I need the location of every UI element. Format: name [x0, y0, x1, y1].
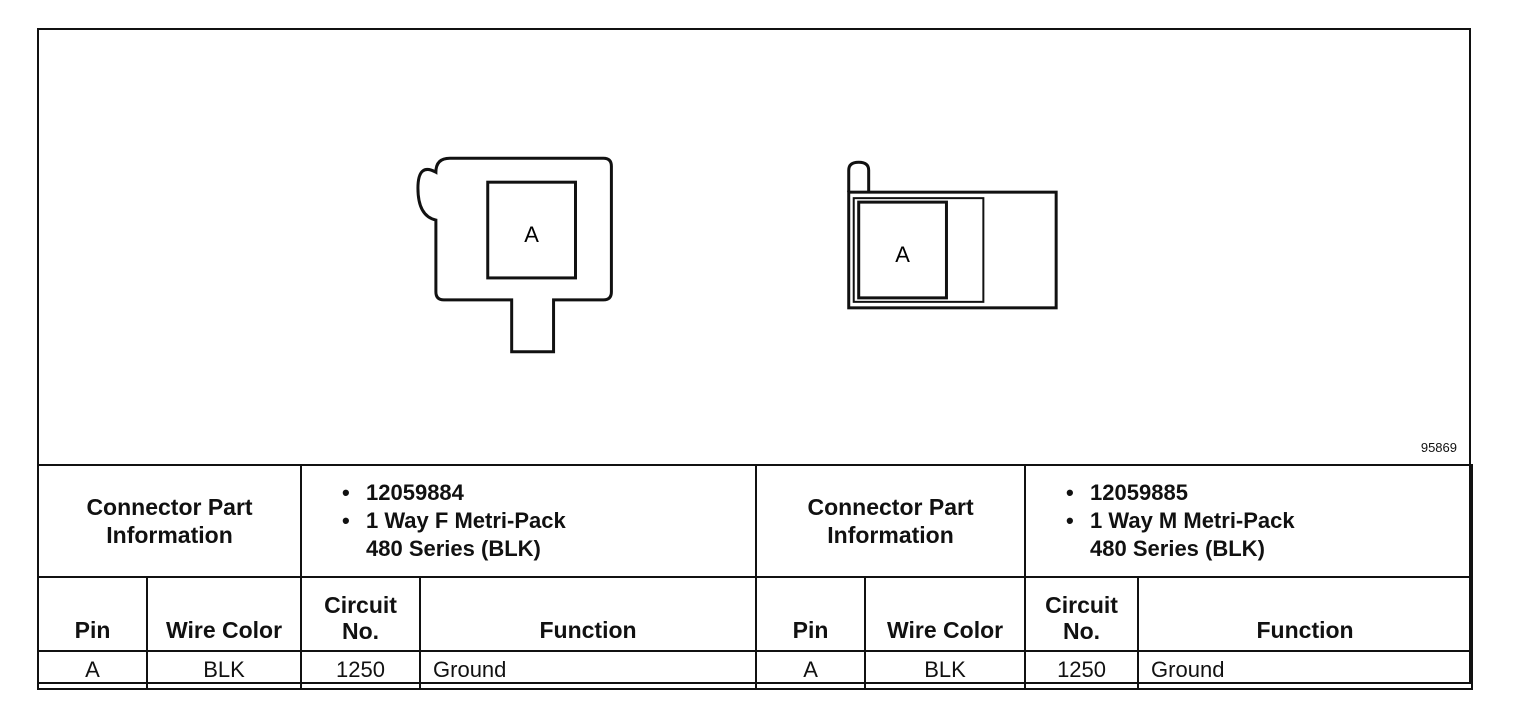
col-pin-left: Pin [37, 576, 148, 652]
male-pin-cavity [857, 200, 948, 300]
female-pin-cavity [486, 180, 577, 280]
col-pin-right: Pin [755, 576, 867, 652]
part-number-right: 12059885 [1066, 479, 1471, 507]
part-details-left: 12059884 1 Way F Metri-Pack 480 Series (… [300, 464, 758, 578]
cell-wire-color-right: BLK [864, 650, 1027, 690]
part-number-left: 12059884 [342, 479, 755, 507]
cell-pin-left: A [37, 650, 148, 690]
table-row: A BLK 1250 Ground A BLK 1250 Ground [37, 650, 1474, 690]
cell-circuit-left: 1250 [300, 650, 422, 690]
cell-wire-color-left: BLK [145, 650, 303, 690]
female-connector-body [416, 156, 613, 354]
male-connector-latch [847, 160, 871, 193]
male-connector-inner [852, 197, 985, 303]
connector-drawing: A A [416, 156, 1058, 354]
description-right-2: 480 Series (BLK) [1090, 536, 1265, 561]
male-pin-label: A [895, 242, 910, 267]
col-wire-color-left: Wire Color [145, 576, 303, 652]
description-left-2: 480 Series (BLK) [366, 536, 541, 561]
cell-circuit-right: 1250 [1024, 650, 1140, 690]
cell-function-left: Ground [419, 650, 758, 690]
col-function-left: Function [419, 576, 758, 652]
male-connector-body [847, 190, 1058, 310]
col-wire-color-right: Wire Color [864, 576, 1027, 652]
col-function-right: Function [1137, 576, 1474, 652]
cell-pin-right: A [755, 650, 867, 690]
female-pin-label: A [524, 222, 539, 247]
figure-id: 95869 [1420, 440, 1457, 455]
part-details-right: 12059885 1 Way M Metri-Pack 480 Series (… [1024, 464, 1474, 578]
description-left-1: 1 Way F Metri-Pack [342, 507, 755, 535]
description-right-1: 1 Way M Metri-Pack [1066, 507, 1471, 535]
cell-function-right: Ground [1137, 650, 1474, 690]
